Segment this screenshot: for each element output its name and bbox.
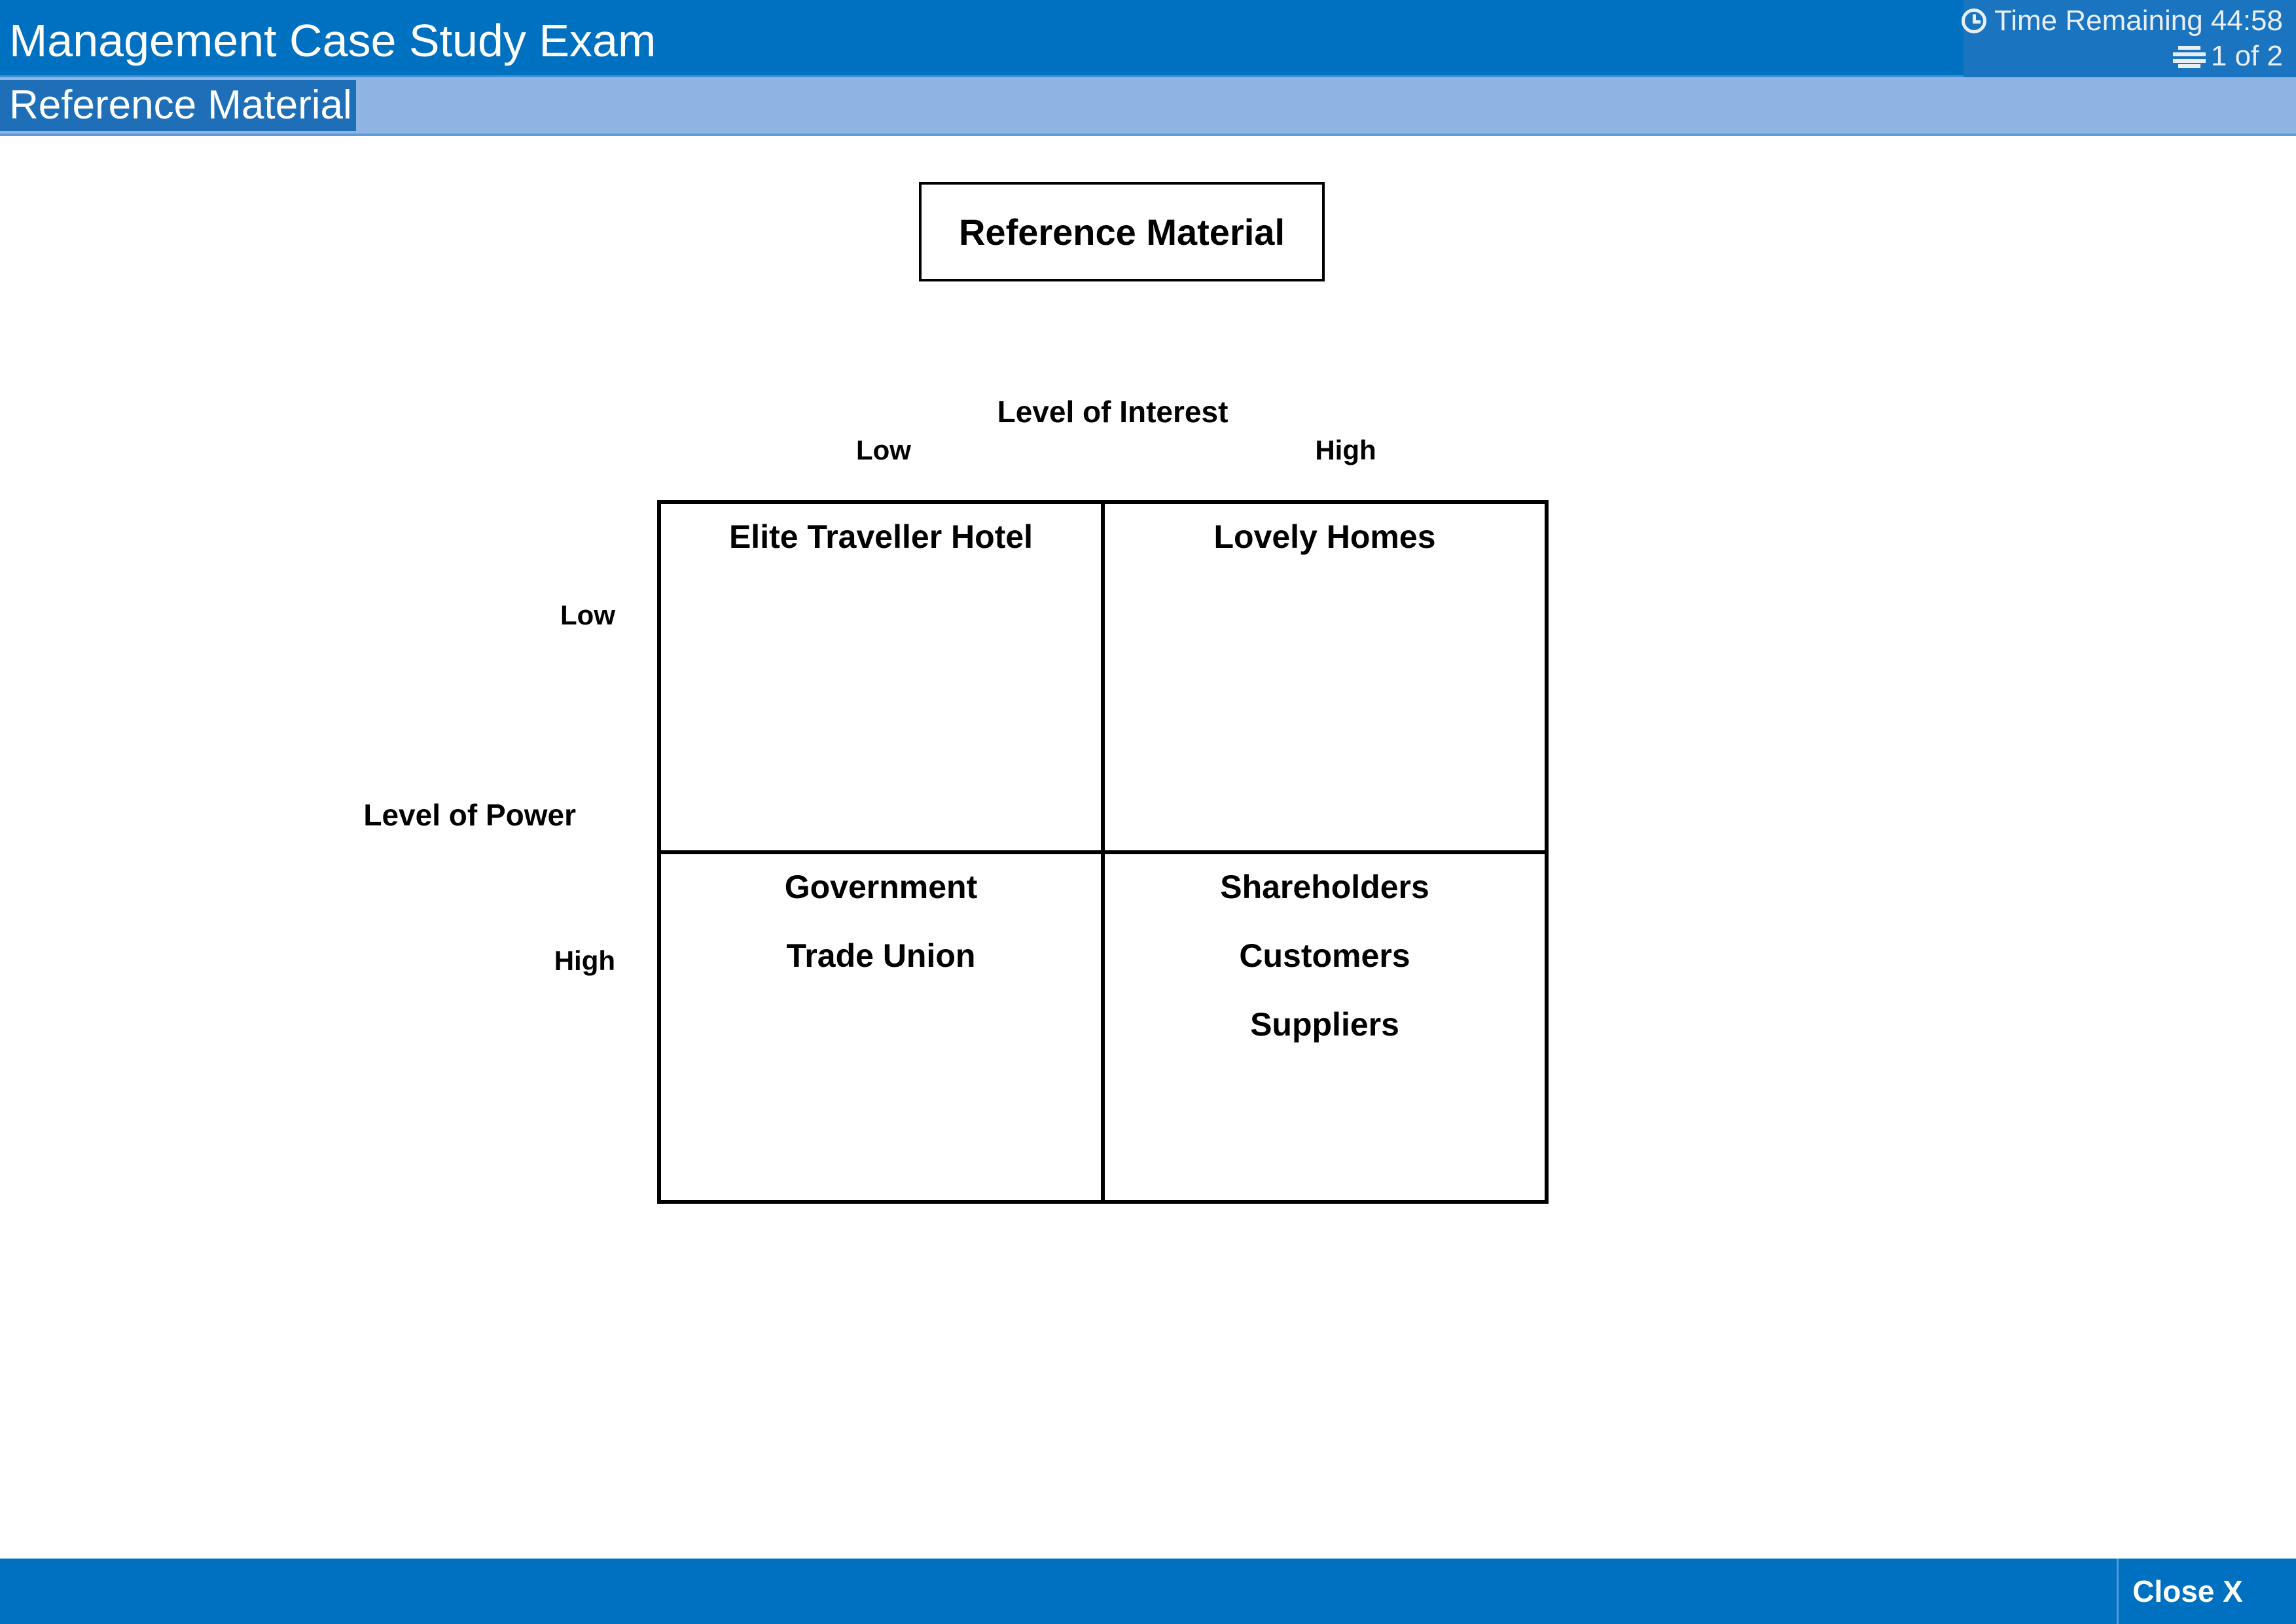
stakeholder-entry: Suppliers — [1250, 1005, 1399, 1043]
power-axis-low: Low — [560, 600, 615, 630]
interest-axis-title: Level of Interest — [997, 395, 1229, 429]
page-indicator[interactable]: 1 of 2 — [2172, 38, 2283, 75]
stakeholder-entry: Shareholders — [1220, 868, 1429, 905]
interest-axis-low: Low — [856, 435, 911, 465]
clock-icon — [1961, 9, 1986, 33]
stakeholder-entry: Customers — [1239, 937, 1410, 974]
close-button[interactable]: Close X — [2117, 1559, 2296, 1624]
page-indicator-label: 1 of 2 — [2210, 40, 2283, 72]
stakeholder-entry: Lovely Homes — [1213, 518, 1436, 555]
power-axis-title: Level of Power — [363, 798, 576, 832]
stakeholder-entry: Trade Union — [786, 937, 976, 974]
status-panel: Time Remaining 44:58 1 of 2 — [1961, 0, 2296, 77]
stakeholder-entry: Government — [784, 868, 978, 905]
tab-reference-material[interactable]: Reference Material — [0, 80, 356, 131]
footer-bar: Close X — [0, 1559, 2296, 1624]
matrix-cell-high-power-low-interest: Government Trade Union — [661, 852, 1103, 1200]
matrix-cell-low-power-low-interest: Elite Traveller Hotel — [661, 504, 1103, 852]
subheader-bar: Reference Material — [0, 77, 2296, 136]
timer-label: Time Remaining 44:58 — [1994, 5, 2283, 37]
stakeholder-matrix: Elite Traveller Hotel Lovely Homes Gover… — [657, 500, 1549, 1204]
matrix-cell-high-power-high-interest: Shareholders Customers Suppliers — [1103, 852, 1545, 1200]
power-axis-high: High — [554, 945, 615, 976]
exam-title: Management Case Study Exam — [9, 15, 656, 66]
stakeholder-entry: Elite Traveller Hotel — [728, 518, 1033, 555]
interest-axis-high: High — [1315, 435, 1376, 465]
printer-icon[interactable] — [2172, 45, 2206, 68]
reference-title-box: Reference Material — [919, 182, 1325, 281]
header-bar: Management Case Study Exam Time Remainin… — [0, 0, 2296, 77]
matrix-cell-low-power-high-interest: Lovely Homes — [1103, 504, 1545, 852]
reference-title: Reference Material — [958, 211, 1285, 253]
timer: Time Remaining 44:58 — [1961, 3, 2283, 39]
